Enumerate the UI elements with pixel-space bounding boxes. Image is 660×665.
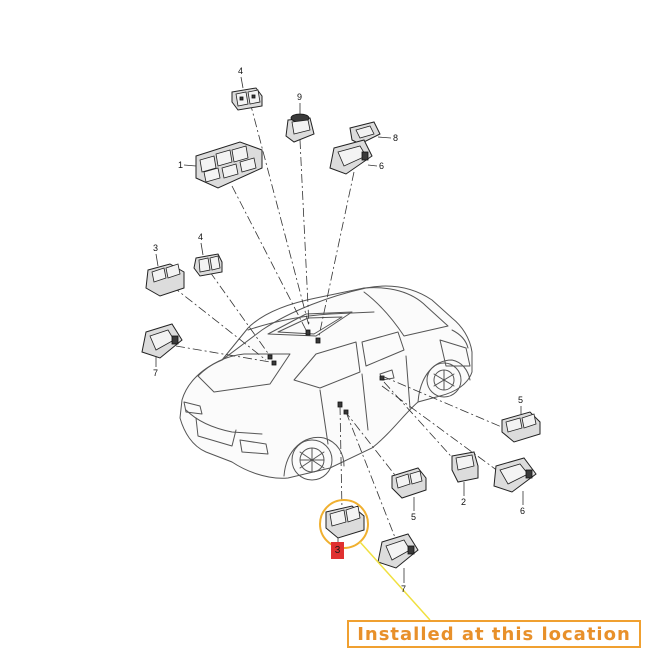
part-number-labels: 4 9 8 1 6 3 4 7 5 2 5 6 7 — [153, 66, 525, 594]
label-part-4-middle: 4 — [198, 232, 203, 242]
label-part-2: 2 — [461, 497, 466, 507]
switch-part-7-bottom — [377, 533, 419, 569]
window-switch-part-1 — [195, 141, 263, 189]
highlighted-part-number-badge: 3 — [331, 542, 344, 559]
label-part-7-bottom: 7 — [401, 584, 406, 594]
label-part-8: 8 — [393, 133, 398, 143]
label-part-5-right: 5 — [518, 395, 523, 405]
switch-part-6-right — [493, 457, 537, 493]
knob-part-9 — [285, 113, 315, 143]
callout-pointer-line — [359, 541, 431, 621]
label-part-6-top: 6 — [379, 161, 384, 171]
label-part-7-left: 7 — [153, 368, 158, 378]
switch-part-2 — [451, 451, 479, 483]
switch-part-5-lower — [391, 467, 427, 499]
label-part-6-right: 6 — [520, 506, 525, 516]
leader-lines — [171, 101, 505, 541]
suv-illustration — [179, 285, 473, 481]
switch-part-3-left — [145, 263, 185, 297]
label-part-4-top: 4 — [238, 66, 243, 76]
switch-part-7-left — [141, 323, 183, 359]
label-part-9: 9 — [297, 92, 302, 102]
switch-part-4-middle — [193, 253, 223, 277]
label-part-1: 1 — [178, 160, 183, 170]
switch-part-6-top — [329, 139, 373, 175]
switch-part-8 — [349, 121, 381, 145]
switch-part-4-top — [231, 87, 263, 111]
label-part-3-left: 3 — [153, 243, 158, 253]
installation-highlight-ring — [319, 499, 369, 549]
installed-location-callout: Installed at this location — [347, 620, 641, 648]
label-part-5-lower: 5 — [411, 512, 416, 522]
switch-part-5-right — [501, 411, 541, 443]
switch-part-3-installed — [325, 505, 365, 539]
